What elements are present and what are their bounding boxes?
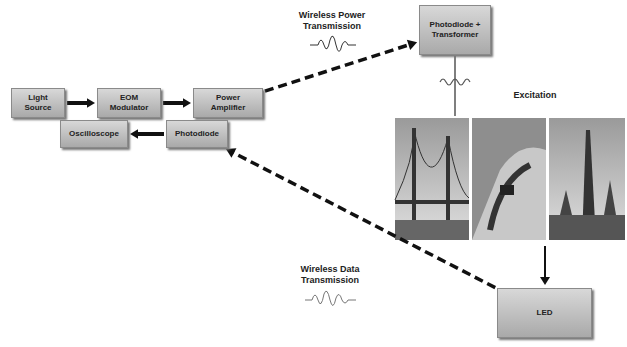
box-label: EOM Modulator [102, 93, 156, 113]
process-box: Photodiode [166, 120, 228, 148]
photo-bridge [395, 118, 469, 240]
signal-arrow [130, 129, 164, 139]
data-wave [305, 291, 356, 305]
wireless-link [265, 40, 417, 91]
box-label: LED [537, 308, 553, 318]
photo-tower [549, 118, 625, 240]
annotation-label: Wireless Power Transmission [292, 10, 372, 32]
annotation-label: Excitation [500, 90, 570, 101]
process-box: Oscilloscope [60, 120, 128, 148]
process-box: Light Source [11, 88, 65, 118]
box-label: Oscilloscope [69, 129, 119, 139]
power-wave [310, 36, 356, 52]
signal-arrow [163, 98, 191, 108]
excitation-arrow [544, 246, 546, 278]
process-box: EOM Modulator [97, 88, 161, 118]
box-label: Power Amplifier [198, 93, 258, 113]
wireless-link [226, 148, 495, 287]
signal-wave [440, 79, 470, 85]
box-label: Photodiode [175, 129, 219, 139]
process-box: LED [497, 288, 592, 338]
annotation-label: Wireless Data Transmission [290, 264, 370, 286]
photo-sensor [472, 118, 546, 240]
excitation-wire [454, 56, 456, 116]
signal-arrow [67, 98, 95, 108]
arrow-head [540, 277, 550, 285]
process-box: Power Amplifier [193, 88, 263, 118]
box-label: Photodiode + Transformer [424, 20, 486, 40]
box-label: Light Source [16, 93, 60, 113]
process-box: Photodiode + Transformer [419, 5, 491, 55]
